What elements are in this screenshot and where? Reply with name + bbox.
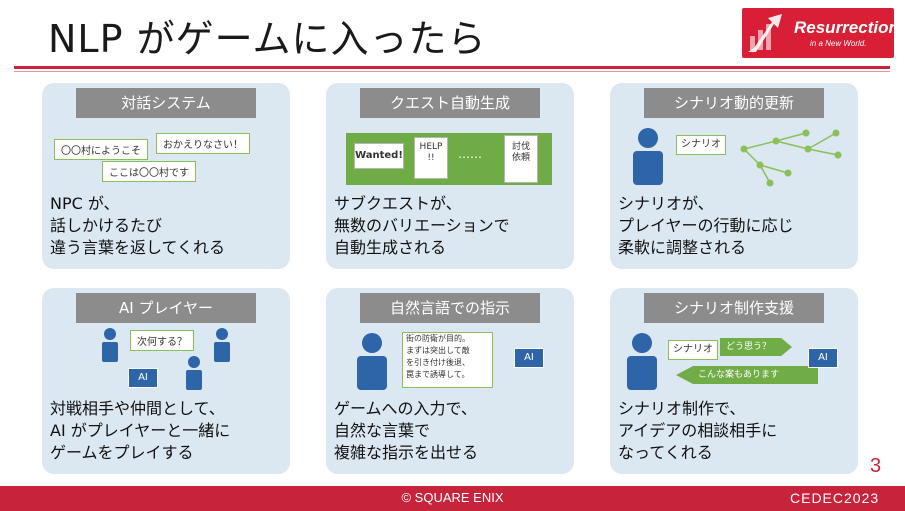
person-icon <box>186 356 202 390</box>
card-description: シナリオが、 プレイヤーの行動に応じ 柔軟に調整される <box>618 194 794 257</box>
ai-box: AI <box>808 348 838 368</box>
card-description: ゲームへの入力で、 自然な言葉で 複雑な指示を出せる <box>334 399 479 462</box>
person-icon <box>633 128 663 185</box>
logo-main-text: Resurrection <box>794 18 899 37</box>
title-rule <box>14 66 890 69</box>
quest-note-ellipsis: …… <box>458 147 482 161</box>
scenario-label: シナリオ <box>668 340 718 360</box>
card-quest-generation: クエスト自動生成 Wanted! HELP !! …… 討伐 依頼 サブクエスト… <box>326 83 574 269</box>
card-illustration: シナリオ どう思う？ こんな案もあります AI <box>610 326 858 396</box>
card-description: NPC が、 話しかけるたび 違う言葉を返してくれる <box>50 194 226 257</box>
ai-box: AI <box>128 368 158 388</box>
person-icon <box>357 333 387 390</box>
card-dynamic-scenario: シナリオ動的更新 シナリオ シナリオが、 プレイヤーの行動に応じ 柔軟に調整され… <box>610 83 858 269</box>
branching-graph-icon <box>740 129 842 187</box>
logo-sub-text: in a New World. <box>810 39 867 48</box>
logo-arrows-icon <box>748 14 782 52</box>
reply-arrow: こんな案もあります <box>676 366 818 384</box>
card-heading: 対話システム <box>76 88 256 118</box>
card-illustration: Wanted! HELP !! …… 討伐 依頼 <box>326 121 574 191</box>
card-illustration: 街の防衛が目的。 まずは突出して敵 を引き付け後退、 罠まで誘導して。 AI <box>326 326 574 396</box>
scenario-label: シナリオ <box>676 135 726 155</box>
person-icon <box>627 333 657 390</box>
card-ai-player: AI プレイヤー 次何する？ AI 対戦相手や仲間として、 AI がプレイヤーと… <box>42 288 290 474</box>
card-description: サブクエストが、 無数のバリエーションで 自動生成される <box>334 194 510 257</box>
person-icon <box>102 328 118 362</box>
card-illustration: 次何する？ AI <box>42 326 290 396</box>
card-heading: シナリオ動的更新 <box>644 88 824 118</box>
ask-arrow: どう思う？ <box>720 338 792 356</box>
speech-bubble: ここは〇〇村です <box>102 161 196 182</box>
speech-bubble: 次何する？ <box>130 330 194 351</box>
speech-bubble: 〇〇村にようこそ <box>54 139 148 160</box>
card-illustration: シナリオ <box>610 121 858 191</box>
card-heading: シナリオ制作支援 <box>644 293 824 323</box>
card-description: シナリオ制作で、 アイデアの相談相手に なってくれる <box>618 399 778 462</box>
quest-note-help: HELP !! <box>414 137 448 179</box>
card-heading: 自然言語での指示 <box>360 293 540 323</box>
speech-bubble: おかえりなさい！ <box>156 133 250 154</box>
quest-note-subjugation: 討伐 依頼 <box>504 135 538 183</box>
ai-box: AI <box>514 348 544 368</box>
card-dialog-system: 対話システム 〇〇村にようこそ おかえりなさい！ ここは〇〇村です NPC が、… <box>42 83 290 269</box>
card-scenario-writing-support: シナリオ制作支援 シナリオ どう思う？ こんな案もあります AI シナリオ制作で… <box>610 288 858 474</box>
card-illustration: 〇〇村にようこそ おかえりなさい！ ここは〇〇村です <box>42 121 290 191</box>
card-natural-language-instruction: 自然言語での指示 街の防衛が目的。 まずは突出して敵 を引き付け後退、 罠まで誘… <box>326 288 574 474</box>
footer-copyright: © SQUARE ENIX <box>401 490 504 505</box>
card-heading: AI プレイヤー <box>76 293 256 323</box>
title-rule-thin <box>14 71 890 72</box>
person-icon <box>214 328 230 362</box>
page-number: 3 <box>870 455 882 477</box>
page-title: NLP がゲームに入ったら <box>48 17 487 61</box>
resurrection-logo: Resurrection in a New World. <box>742 8 899 58</box>
card-description: 対戦相手や仲間として、 AI がプレイヤーと一緒に ゲームをプレイする <box>50 399 231 462</box>
footer-event-logo: CEDEC2023 <box>790 490 880 506</box>
card-heading: クエスト自動生成 <box>360 88 540 118</box>
instruction-bubble: 街の防衛が目的。 まずは突出して敵 を引き付け後退、 罠まで誘導して。 <box>402 332 493 388</box>
quest-note-wanted: Wanted! <box>354 143 404 169</box>
footer-bar: © SQUARE ENIX CEDEC2023 <box>0 486 905 511</box>
